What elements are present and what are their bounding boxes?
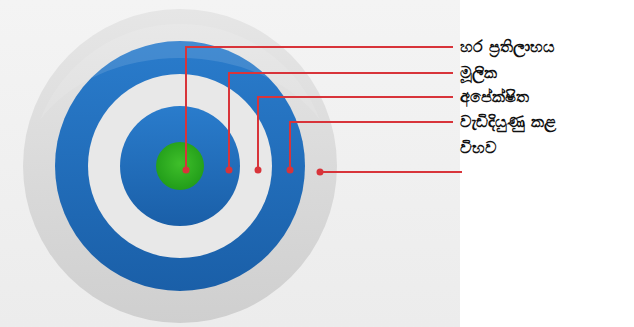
bullseye [156,142,204,190]
leader-lines [186,47,462,172]
shine [40,24,320,120]
inner-blue-ring [120,106,240,226]
ring-label: මූලික [460,63,497,83]
blue-ring [55,41,305,291]
ring-label: වැඩිදියුණු කළ [460,112,556,132]
ring-label: විභව [460,138,497,158]
leader-dots [183,167,324,176]
ring-label: හර ප්‍රතිලාභය [460,37,555,57]
light-ring [88,74,272,258]
ring-label: අපේක්ෂිත [460,87,529,107]
background-panel [0,0,460,327]
